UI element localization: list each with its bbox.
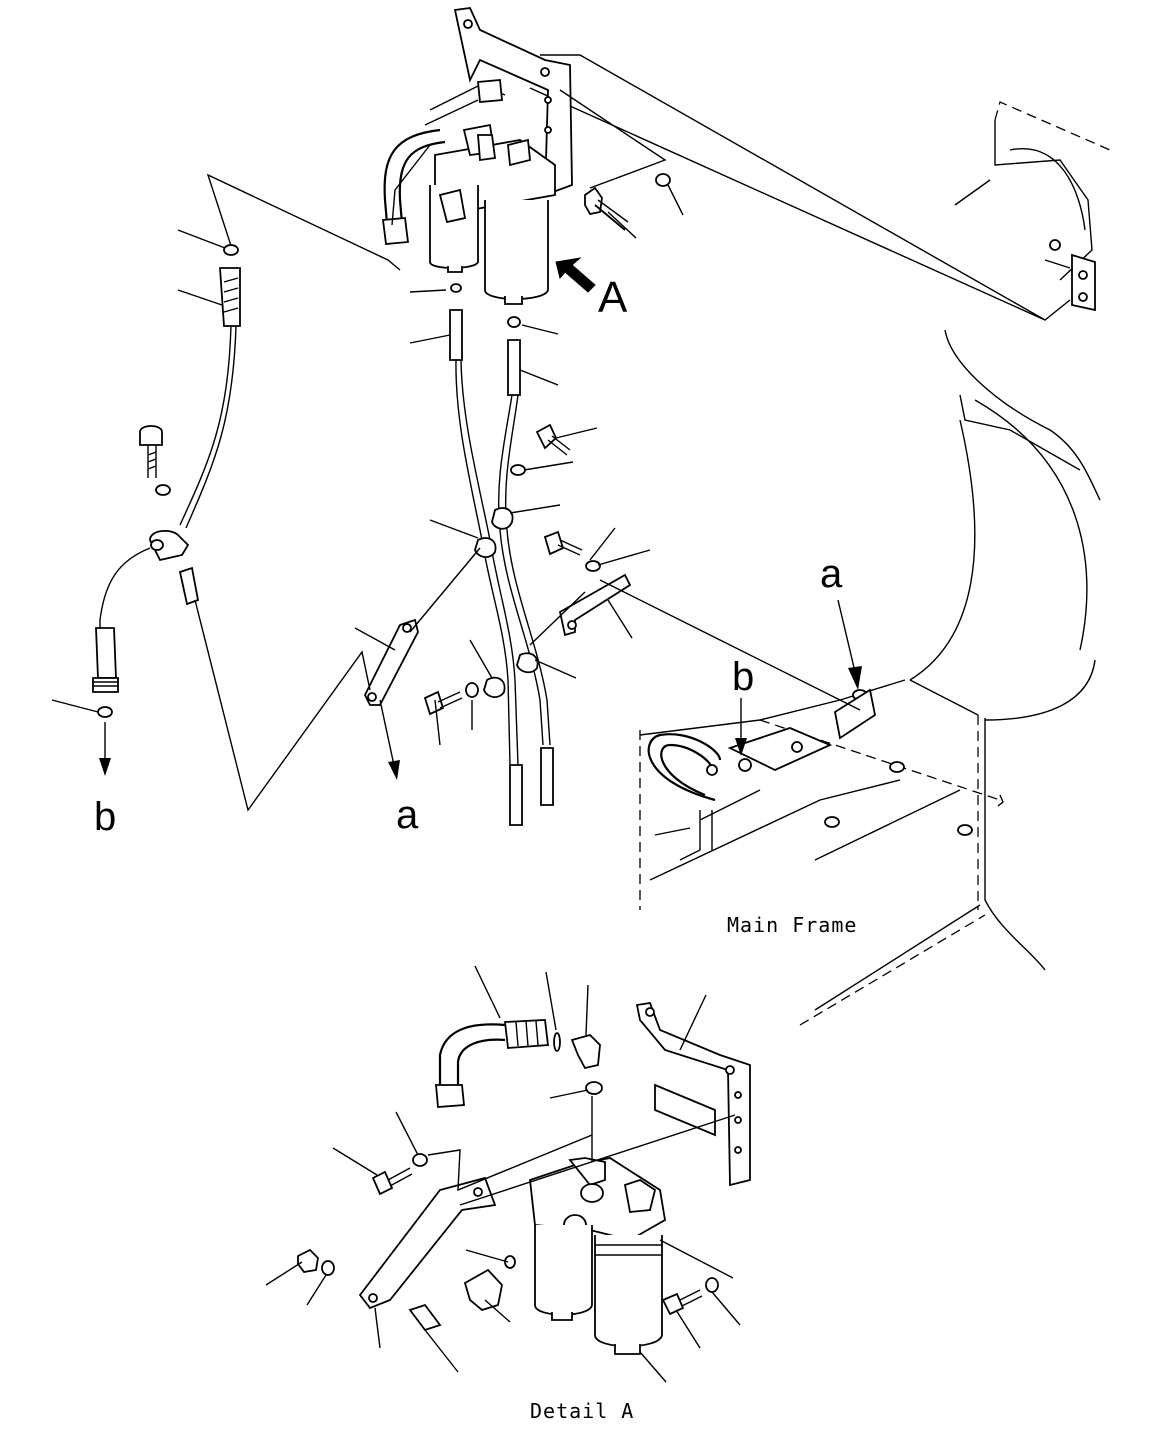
- frame-ref-arrows: [735, 599, 862, 756]
- detail-a-assembly: [265, 965, 751, 1383]
- caption-main-frame: Main Frame: [727, 913, 857, 937]
- main-frame-outline: [529, 54, 1111, 1026]
- view-arrow-a: A: [555, 257, 628, 322]
- ref-label-b-left: b: [94, 795, 116, 839]
- ref-label-a-frame: a: [820, 552, 843, 596]
- ref-label-b-frame: b: [732, 655, 754, 699]
- top-filter-assembly: [381, 7, 684, 305]
- left-sensor-assembly: [51, 229, 400, 812]
- ref-label-a-left: a: [396, 793, 419, 837]
- caption-detail-a: Detail A: [530, 1399, 634, 1423]
- view-arrow-label: A: [598, 273, 628, 322]
- fuel-lines: [206, 173, 861, 826]
